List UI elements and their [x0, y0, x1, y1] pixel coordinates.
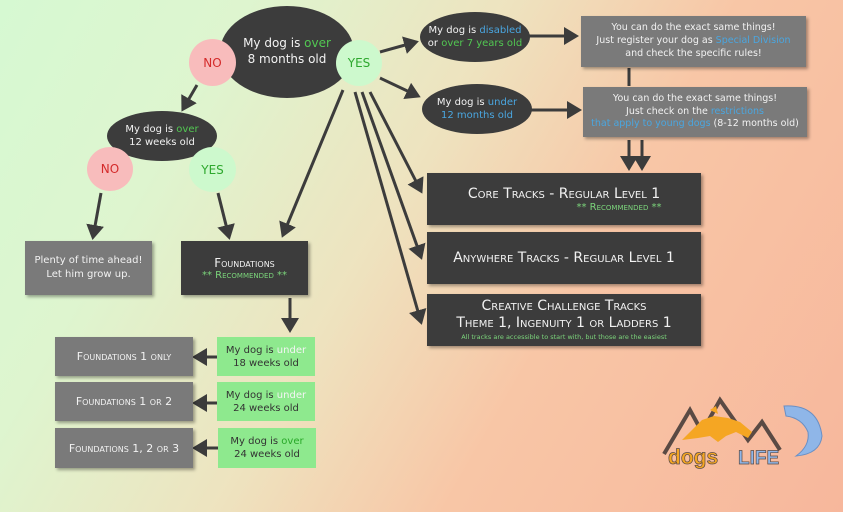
highlight-over: over	[304, 36, 331, 51]
highlight-under: under	[276, 389, 307, 401]
highlight-over-7-years: over 7 years old	[441, 38, 523, 49]
restrictions-link[interactable]: restrictions	[710, 105, 764, 117]
result-label: Foundations 1, 2 or 3	[68, 441, 180, 455]
no-badge-12-weeks: NO	[87, 147, 133, 191]
question-text-line2: 12 weeks old	[129, 137, 195, 148]
recommended-label: ** Recommended **	[576, 201, 662, 213]
track-title: Core Tracks - Regular Level 1	[467, 185, 661, 202]
cond-text: My dog is	[225, 344, 277, 356]
question-text-line2: 12 months old	[441, 110, 513, 121]
question-under-12-months: My dog is under 12 months old	[422, 84, 532, 134]
special-division-link[interactable]: Special Division	[715, 35, 791, 47]
no-label: NO	[203, 55, 222, 70]
question-disabled-or-senior: My dog is disabled or over 7 years old	[420, 12, 530, 62]
dog-icon	[682, 406, 752, 442]
wave-icon	[783, 405, 823, 457]
creative-challenge-tracks-box: Creative Challenge Tracks Theme 1, Ingen…	[427, 294, 701, 346]
recommended-label: ** Recommended **	[201, 269, 288, 281]
special-line1: You can do the exact same things!	[611, 22, 776, 34]
arrow-yes-to-under12	[379, 76, 421, 99]
question-text-line2: 8 months old	[247, 52, 327, 66]
yes-label: YES	[347, 56, 371, 70]
arrow-yes-to-anywhere	[360, 91, 426, 260]
question-text: My dog is	[125, 124, 177, 135]
cond-text: My dog is	[225, 389, 277, 401]
foundations-box: Foundations ** Recommended **	[181, 241, 308, 295]
question-text: My dog is	[436, 97, 488, 108]
cond-text: My dog is	[230, 436, 282, 447]
foundations-title: Foundations	[214, 255, 275, 270]
special-line3: and check the specific rules!	[625, 47, 762, 59]
plenty-line1: Plenty of time ahead!	[34, 255, 143, 266]
track-title: Anywhere Tracks - Regular Level 1	[453, 250, 675, 266]
yes-badge-12-weeks: YES	[189, 147, 236, 192]
track-subtitle: Theme 1, Ingenuity 1 or Ladders 1	[456, 315, 672, 332]
highlight-under: under	[276, 344, 307, 356]
highlight-over: over	[281, 436, 304, 447]
plenty-of-time-box: Plenty of time ahead! Let him grow up.	[25, 241, 152, 295]
arrow-12weeks-no	[86, 192, 105, 240]
cond-text-line2: 18 weeks old	[233, 357, 299, 369]
young-dogs-box: You can do the exact same things! Just c…	[583, 87, 807, 137]
special-line2: Just register your dog as	[596, 35, 716, 47]
question-over-8-months: My dog is over 8 months old	[220, 6, 354, 98]
anywhere-tracks-box: Anywhere Tracks - Regular Level 1	[427, 232, 701, 284]
arrow-no-to-12weeks	[181, 84, 199, 112]
dogs-life-logo: dogs LIFE	[662, 392, 824, 472]
yes-label: YES	[201, 162, 224, 177]
special-division-box: You can do the exact same things! Just r…	[581, 16, 806, 67]
condition-over-24-weeks: My dog is over 24 weeks old	[218, 428, 316, 468]
young-line3-suffix: (8-12 months old)	[710, 118, 799, 130]
no-label: NO	[100, 162, 120, 176]
condition-under-24-weeks: My dog is under 24 weeks old	[217, 382, 315, 421]
logo-word-dogs: dogs	[668, 446, 718, 469]
no-badge-8-months: NO	[189, 39, 236, 86]
logo-word-life: LIFE	[738, 448, 779, 469]
arrow-yes-to-creative-a	[353, 91, 427, 325]
arrow-12weeks-yes	[216, 192, 235, 240]
foundations-1-only-box: Foundations 1 only	[55, 337, 193, 376]
question-text: My dog is	[243, 36, 305, 51]
arrow-yes-to-foundations	[279, 89, 345, 238]
yes-badge-8-months: YES	[336, 40, 382, 86]
foundations-1-or-2-box: Foundations 1 or 2	[55, 382, 193, 421]
core-tracks-box: Core Tracks - Regular Level 1 ** Recomme…	[427, 173, 701, 225]
question-text-mid: or	[427, 38, 442, 49]
young-line1: You can do the exact same things!	[612, 92, 778, 104]
question-text: My dog is	[428, 25, 480, 36]
plenty-line2: Let him grow up.	[46, 269, 131, 280]
highlight-under: under	[487, 97, 518, 108]
logo-graphic: dogs LIFE	[662, 396, 823, 469]
result-label: Foundations 1 only	[76, 350, 172, 363]
condition-under-18-weeks: My dog is under 18 weeks old	[217, 337, 315, 376]
highlight-disabled: disabled	[479, 25, 522, 36]
arrow-yes-to-core	[368, 91, 424, 194]
mountain-icon	[662, 396, 782, 456]
cond-text-line2: 24 weeks old	[234, 449, 300, 460]
cond-text-line2: 24 weeks old	[233, 402, 299, 414]
result-label: Foundations 1 or 2	[75, 395, 173, 408]
young-dogs-link[interactable]: that apply to young dogs	[591, 118, 711, 130]
track-title: Creative Challenge Tracks	[481, 298, 647, 315]
track-note: All tracks are accessible to start with,…	[461, 332, 667, 341]
foundations-1-2-or-3-box: Foundations 1, 2 or 3	[55, 428, 193, 468]
arrow-yes-to-disabled	[379, 36, 419, 54]
highlight-over: over	[176, 124, 199, 135]
young-line2: Just check on the	[626, 105, 711, 117]
